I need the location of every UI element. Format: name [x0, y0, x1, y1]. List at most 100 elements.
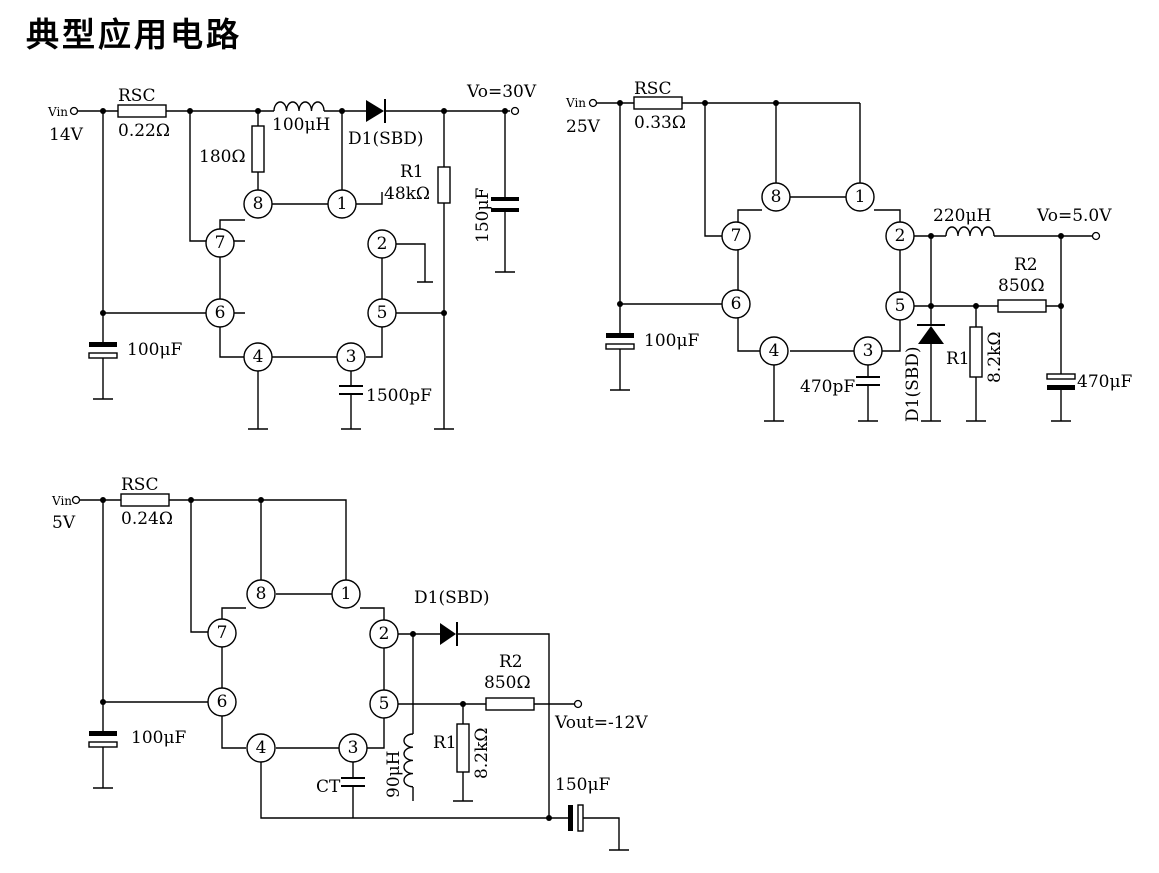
svg-text:3: 3: [348, 738, 359, 758]
ic-pin-3: 3: [853, 336, 883, 366]
r1-name: R1: [400, 162, 424, 182]
vo-label: Vo=5.0V: [1036, 206, 1112, 226]
cout-value: 150μF: [555, 775, 610, 795]
ct-label: CT: [316, 777, 341, 797]
rsc-resistor: [120, 493, 170, 507]
input-capacitor: [606, 333, 634, 338]
svg-text:2: 2: [377, 234, 388, 254]
rsc-name: RSC: [121, 475, 158, 495]
ic-pin-6: 6: [207, 687, 237, 717]
diode-d1: [440, 623, 456, 645]
circuit-step-down: 1 2 3 4 5 6 7 8 Vin 25V RSC 0.33Ω 220μH …: [565, 79, 1132, 422]
svg-text:1: 1: [337, 194, 348, 214]
svg-text:6: 6: [215, 303, 226, 323]
output-capacitor: [568, 805, 573, 831]
timing-capacitor: [339, 385, 363, 395]
diode-d1: [918, 326, 944, 344]
vin-label: Vin: [51, 494, 72, 508]
output-capacitor: [1046, 373, 1076, 380]
svg-text:3: 3: [863, 341, 874, 361]
rsc-name: RSC: [634, 79, 671, 99]
svg-text:3: 3: [346, 347, 357, 367]
r2-resistor: [997, 299, 1047, 313]
inductor-value: 220μH: [933, 206, 991, 226]
svg-text:8: 8: [771, 187, 782, 207]
r2-resistor: [485, 697, 535, 711]
svg-text:6: 6: [217, 692, 228, 712]
svg-text:6: 6: [731, 294, 742, 314]
svg-text:7: 7: [731, 226, 742, 246]
ic-pin-6: 6: [721, 289, 751, 319]
ic-pin-4: 4: [246, 733, 276, 763]
circuit-inverting: 1 2 3 4 5 6 7 8 Vin 5V RSC 0.24Ω D1(SBD)…: [51, 475, 648, 851]
ic-pin-4: 4: [759, 336, 789, 366]
vout-terminal: [510, 106, 520, 116]
svg-text:7: 7: [215, 233, 226, 253]
inductor-coil: [403, 733, 414, 788]
ic-pin-7: 7: [721, 221, 751, 251]
vout-terminal: [573, 699, 583, 709]
vo-label: Vo=30V: [466, 82, 537, 102]
ct-value: 1500pF: [366, 386, 432, 406]
diode-label: D1(SBD): [903, 347, 923, 422]
r1-value: 8.2kΩ: [472, 728, 492, 779]
ic-pin-1: 1: [327, 189, 357, 219]
ic-pin-3: 3: [338, 733, 368, 763]
ic-pin-8: 8: [246, 579, 276, 609]
r1-name: R1: [946, 349, 970, 369]
vout-terminal: [1091, 231, 1101, 241]
svg-text:5: 5: [377, 303, 388, 323]
ic-pin-5: 5: [367, 298, 397, 328]
vout-label: Vout=-12V: [554, 713, 648, 733]
timing-capacitor: [856, 376, 880, 386]
svg-text:1: 1: [855, 187, 866, 207]
inductor-coil: [945, 226, 995, 237]
rsc-value: 0.24Ω: [121, 509, 173, 529]
diode-label: D1(SBD): [414, 588, 489, 608]
r2-value: 850Ω: [484, 673, 531, 693]
page-title: 典型应用电路: [26, 15, 242, 54]
diode-d1: [366, 100, 384, 122]
vin-value: 5V: [52, 513, 76, 533]
ic-pin-8: 8: [243, 189, 273, 219]
svg-text:8: 8: [256, 584, 267, 604]
ic-pin-2: 2: [367, 229, 397, 259]
svg-text:5: 5: [895, 296, 906, 316]
r1-resistor: [456, 723, 470, 773]
circuit-step-up: 1 2 3 4 5 6 7 8 Vin 14V RSC 0.22Ω 180Ω 1…: [47, 82, 537, 430]
rsc-resistor: [633, 96, 683, 110]
ic-pin-1: 1: [331, 579, 361, 609]
rsc-value: 0.22Ω: [118, 121, 170, 141]
r1-value: 48kΩ: [384, 184, 430, 204]
r2-name: R2: [1014, 255, 1038, 275]
cin-value: 100μF: [644, 331, 699, 351]
r180-resistor: [251, 125, 265, 173]
timing-capacitor: [341, 777, 365, 787]
vin-terminal: [71, 495, 81, 505]
svg-text:7: 7: [217, 623, 228, 643]
cout-value: 470μF: [1077, 372, 1132, 392]
svg-text:4: 4: [256, 738, 267, 758]
ic-pin-1: 1: [845, 182, 875, 212]
vin-label: Vin: [47, 105, 68, 119]
ic-pin-2: 2: [369, 619, 399, 649]
svg-text:8: 8: [253, 194, 264, 214]
cin-value: 100μF: [131, 728, 186, 748]
r180-value: 180Ω: [199, 147, 246, 167]
inductor-value: 90μH: [384, 750, 404, 798]
svg-text:2: 2: [895, 226, 906, 246]
svg-text:1: 1: [341, 584, 352, 604]
svg-text:4: 4: [769, 341, 780, 361]
vin-value: 25V: [566, 117, 601, 137]
ic-pin-8: 8: [761, 182, 791, 212]
rsc-name: RSC: [118, 86, 155, 106]
cout-value: 150μF: [473, 188, 493, 243]
rsc-value: 0.33Ω: [634, 113, 686, 133]
input-capacitor: [89, 342, 117, 347]
inductor-value: 100μH: [272, 115, 330, 135]
r2-value: 850Ω: [998, 276, 1045, 296]
vin-value: 14V: [49, 125, 84, 145]
ic-pin-3: 3: [336, 342, 366, 372]
vin-terminal: [69, 106, 79, 116]
ic-pin-6: 6: [205, 298, 235, 328]
